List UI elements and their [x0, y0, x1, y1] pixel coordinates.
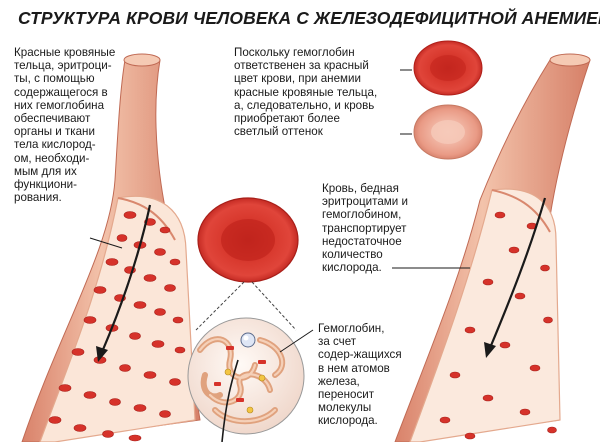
caption-hemoglobin-color: Поскольку гемоглобин ответственен за кра…	[234, 46, 378, 139]
left-vessel-red-cells	[48, 211, 186, 442]
large-red-blood-cell	[197, 197, 299, 283]
caption-leader-lines	[89, 69, 470, 353]
right-vessel-sparse-cells	[439, 211, 557, 440]
pale-red-cell	[413, 104, 483, 160]
normal-red-cell-small	[413, 40, 483, 96]
hemoglobin-molecule	[187, 317, 305, 442]
right-blood-vessel	[394, 53, 591, 442]
caption-poor-blood: Кровь, бедная эритроцитами и гемоглобино…	[322, 182, 408, 275]
caption-hemoglobin-oxygen: Гемоглобин, за счет содер-жащихся в нем …	[318, 322, 402, 428]
page-title: Структура крови человека с железодефицит…	[18, 8, 600, 28]
caption-red-blood-cells: Красные кровяные тельца, эритроци- ты, с…	[14, 46, 116, 205]
zoom-guide-lines	[195, 281, 297, 331]
left-flow-arrow	[96, 204, 152, 362]
right-flow-arrow	[484, 197, 547, 358]
